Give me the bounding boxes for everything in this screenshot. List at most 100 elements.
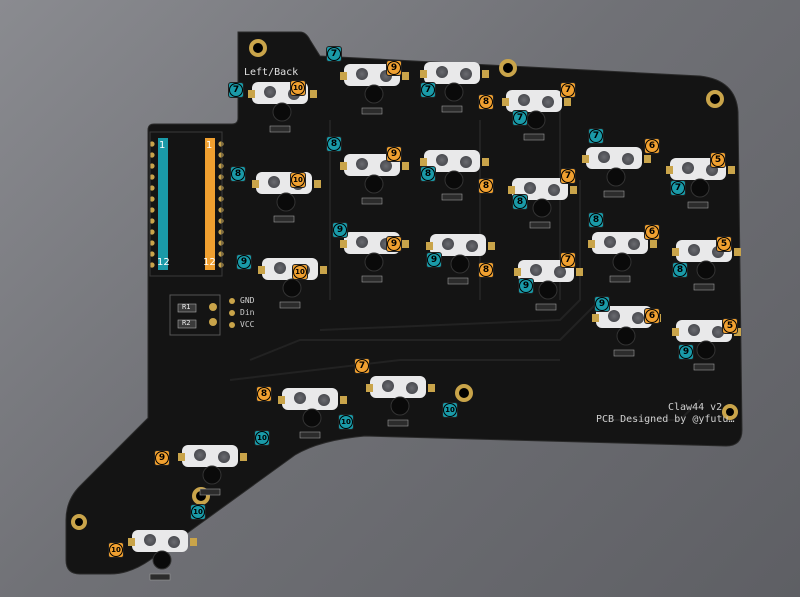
marker-number: 7 <box>513 111 527 125</box>
header-pin <box>218 207 224 213</box>
key-switch <box>592 306 661 357</box>
orange-strip-last-pin: 12 <box>203 257 216 268</box>
marker-number: 7 <box>671 181 685 195</box>
marker-teal-10: 10 <box>338 414 354 430</box>
key-switch <box>582 147 651 198</box>
marker-number: 9 <box>679 345 693 359</box>
marker-number: 8 <box>479 179 493 193</box>
header-pin <box>149 251 155 257</box>
marker-number: 9 <box>387 237 401 251</box>
marker-number: 7 <box>421 83 435 97</box>
marker-orange-8: 8 <box>478 262 494 278</box>
marker-teal-10: 10 <box>190 504 206 520</box>
marker-number: 8 <box>513 195 527 209</box>
key-switch <box>666 158 735 209</box>
marker-number: 7 <box>355 359 369 373</box>
marker-orange-10: 10 <box>290 172 306 188</box>
marker-orange-8: 8 <box>256 386 272 402</box>
header-pin <box>149 141 155 147</box>
marker-number: 8 <box>479 263 493 277</box>
marker-number: 9 <box>519 279 533 293</box>
marker-number: 6 <box>645 139 659 153</box>
marker-number: 7 <box>589 129 603 143</box>
pro-micro-header <box>158 138 215 270</box>
marker-number: 8 <box>673 263 687 277</box>
marker-orange-9: 9 <box>386 146 402 162</box>
pin-label-din: Din <box>240 308 255 317</box>
marker-orange-10: 10 <box>290 80 306 96</box>
pin-label-vcc: VCC <box>240 320 255 329</box>
header-pin <box>149 163 155 169</box>
header-pin <box>218 251 224 257</box>
header-pin <box>218 185 224 191</box>
marker-number: 9 <box>427 253 441 267</box>
marker-orange-7: 7 <box>560 252 576 268</box>
board-credit: PCB Designed by @yfutu… <box>596 414 735 425</box>
marker-teal-7: 7 <box>228 82 244 98</box>
marker-orange-7: 7 <box>560 82 576 98</box>
pcb-board <box>65 31 743 575</box>
header-pin <box>218 196 224 202</box>
teal-strip-first-pin: 1 <box>159 140 166 151</box>
key-switch <box>514 260 583 311</box>
marker-number: 7 <box>229 83 243 97</box>
side-label: Left/Back <box>244 67 299 78</box>
marker-number: 10 <box>339 415 353 429</box>
header-pin <box>218 218 224 224</box>
marker-teal-9: 9 <box>594 296 610 312</box>
marker-orange-5: 5 <box>722 318 738 334</box>
marker-number: 7 <box>327 47 341 61</box>
marker-number: 9 <box>333 223 347 237</box>
marker-orange-5: 5 <box>710 152 726 168</box>
resistor-r2: R2 <box>182 319 191 327</box>
key-switch <box>502 90 571 141</box>
header-pin <box>218 240 224 246</box>
header-pin <box>149 196 155 202</box>
marker-teal-10: 10 <box>254 430 270 446</box>
marker-number: 9 <box>155 451 169 465</box>
marker-number: 8 <box>327 137 341 151</box>
marker-teal-7: 7 <box>670 180 686 196</box>
marker-teal-8: 8 <box>326 136 342 152</box>
marker-number: 10 <box>291 173 305 187</box>
marker-teal-8: 8 <box>420 166 436 182</box>
marker-number: 5 <box>717 237 731 251</box>
marker-teal-9: 9 <box>332 222 348 238</box>
marker-orange-9: 9 <box>154 450 170 466</box>
header-pin <box>149 262 155 268</box>
marker-number: 8 <box>257 387 271 401</box>
header-pin <box>218 229 224 235</box>
marker-orange-9: 9 <box>386 60 402 76</box>
marker-teal-9: 9 <box>678 344 694 360</box>
marker-number: 9 <box>387 61 401 75</box>
marker-number: 10 <box>255 431 269 445</box>
marker-teal-7: 7 <box>420 82 436 98</box>
header-pin <box>149 240 155 246</box>
marker-teal-9: 9 <box>426 252 442 268</box>
marker-teal-8: 8 <box>230 166 246 182</box>
marker-number: 10 <box>443 403 457 417</box>
marker-orange-10: 10 <box>108 542 124 558</box>
key-switch <box>420 62 489 113</box>
marker-number: 9 <box>237 255 251 269</box>
teal-strip-last-pin: 12 <box>157 257 170 268</box>
key-switch <box>426 234 495 285</box>
header-pin <box>218 152 224 158</box>
orange-strip-first-pin: 1 <box>206 140 213 151</box>
marker-orange-6: 6 <box>644 224 660 240</box>
marker-teal-7: 7 <box>588 128 604 144</box>
key-switch <box>366 376 435 427</box>
marker-teal-9: 9 <box>518 278 534 294</box>
marker-orange-9: 9 <box>386 236 402 252</box>
marker-number: 10 <box>191 505 205 519</box>
marker-number: 8 <box>479 95 493 109</box>
marker-orange-7: 7 <box>354 358 370 374</box>
header-pin <box>218 262 224 268</box>
marker-orange-7: 7 <box>560 168 576 184</box>
marker-number: 7 <box>561 169 575 183</box>
marker-orange-8: 8 <box>478 178 494 194</box>
resistor-block <box>169 294 235 336</box>
marker-number: 9 <box>387 147 401 161</box>
marker-number: 10 <box>291 81 305 95</box>
header-pin <box>149 207 155 213</box>
